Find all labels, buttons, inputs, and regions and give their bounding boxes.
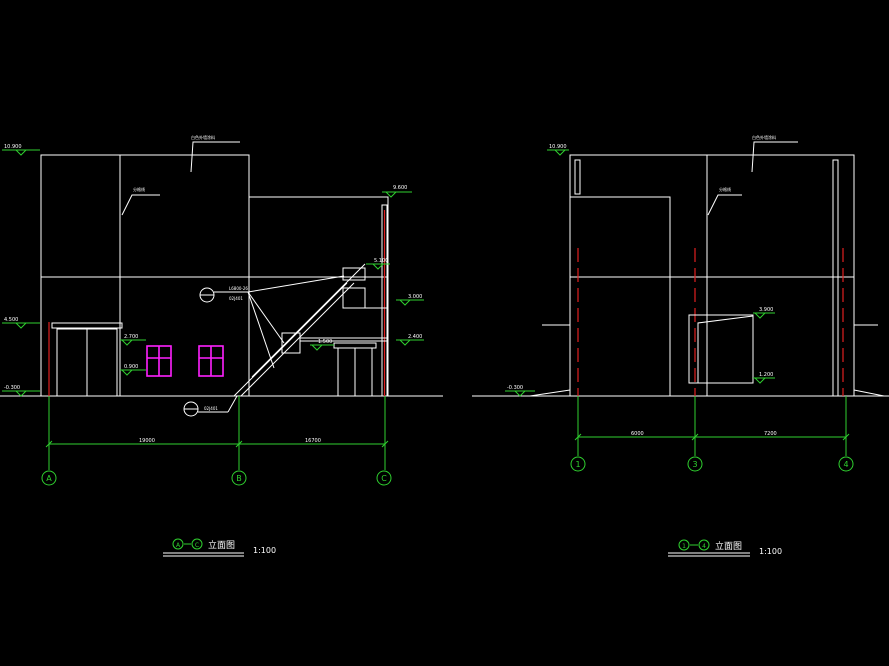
callout-leaders (121, 141, 345, 417)
right-title: 1 4 立面图 1:100 (668, 539, 782, 557)
svg-text:1:100: 1:100 (253, 546, 276, 555)
svg-text:3.900: 3.900 (759, 307, 773, 313)
callout-base-text: 02J401 (204, 406, 218, 411)
callout-wall-text-right: 白色外墙涂料 (752, 134, 776, 140)
tall-block-outline (40, 154, 250, 397)
level-marker-mid-left: 4.500 (2, 317, 40, 329)
callout-wall-text: 白色外墙涂料 (191, 134, 215, 140)
callout-tile-text: 分格线 (133, 186, 145, 192)
callout-stair-sub-text: 02J401 (229, 296, 243, 301)
dimension-line (45, 396, 389, 470)
level-marker-step-a: 5.100 (366, 258, 390, 270)
dimension-line-right (574, 396, 850, 456)
axis-bubble-4: 4 (838, 456, 854, 472)
slope-left (529, 389, 571, 397)
svg-text:4: 4 (702, 543, 706, 550)
svg-text:10.900: 10.900 (4, 144, 22, 150)
svg-text:4: 4 (843, 460, 848, 469)
level-marker-ground: -0.300 (2, 385, 40, 397)
level-marker-top: 10.900 (2, 144, 40, 156)
axis-bubble-a: A (41, 470, 57, 486)
main-block-outline (569, 154, 855, 397)
axis-bubble-b: B (231, 470, 247, 486)
slope-right (853, 389, 885, 397)
callout-tile-text-right: 分格线 (719, 186, 731, 192)
level-marker-step-b: 3.000 (396, 294, 424, 306)
svg-text:1: 1 (682, 543, 686, 550)
window-2 (198, 345, 224, 377)
svg-text:1:100: 1:100 (759, 547, 782, 556)
svg-text:-0.300: -0.300 (4, 385, 20, 391)
right-elevation: 白色外墙涂料 分格线 10.900 3.900 1.200 -0.300 (472, 134, 889, 557)
svg-text:1: 1 (575, 460, 580, 469)
svg-text:2.400: 2.400 (408, 334, 422, 340)
svg-text:A: A (176, 542, 181, 549)
axis-bubble-c: C (376, 470, 392, 486)
level-marker-ground-right: -0.300 (505, 385, 535, 397)
level-marker-door: 2.700 (120, 334, 146, 346)
svg-text:0.900: 0.900 (124, 364, 138, 370)
svg-text:10.900: 10.900 (549, 144, 567, 150)
level-marker-step-c: 2.400 (396, 334, 424, 346)
svg-text:3: 3 (692, 460, 697, 469)
door-canopy (51, 322, 123, 329)
level-marker-window: 0.900 (120, 364, 146, 376)
axis-bubble-3: 3 (687, 456, 703, 472)
svg-text:-0.300: -0.300 (507, 385, 523, 391)
pipe-left (574, 159, 581, 195)
svg-text:2.700: 2.700 (124, 334, 138, 340)
exterior-stair (233, 263, 388, 397)
svg-text:1.500: 1.500 (318, 339, 332, 345)
svg-text:1.200: 1.200 (759, 372, 773, 378)
left-elevation: 白色外墙涂料 分格线 L6800-26 02J401 02J401 10.900… (0, 134, 443, 557)
lower-block-outline (570, 196, 671, 396)
svg-text:4.500: 4.500 (4, 317, 18, 323)
dim-right-text: 16700 (305, 438, 321, 444)
svg-text:3.000: 3.000 (408, 294, 422, 300)
svg-text:C: C (195, 542, 199, 549)
left-title: A C 立面图 1:100 (163, 538, 276, 557)
dim-left-text-right: 6000 (631, 431, 644, 437)
svg-text:C: C (381, 474, 387, 483)
window-1 (146, 345, 172, 377)
dim-right-text-right: 7200 (764, 431, 777, 437)
level-marker-landing: 1.500 (310, 339, 334, 351)
axis-bubble-1: 1 (570, 456, 586, 472)
svg-text:A: A (46, 474, 52, 483)
right-door-canopy (333, 342, 377, 349)
svg-text:5.100: 5.100 (374, 258, 388, 264)
low-block-outline (249, 196, 389, 396)
svg-text:立面图: 立面图 (715, 540, 742, 552)
callout-leaders-right (707, 141, 798, 216)
wall-box (688, 314, 754, 384)
svg-text:B: B (236, 474, 242, 483)
level-marker-right-top: 9.600 (382, 185, 412, 198)
svg-text:立面图: 立面图 (208, 539, 235, 551)
dim-left-text: 19000 (139, 438, 155, 444)
level-marker-box-top: 3.900 (753, 307, 775, 319)
svg-text:9.600: 9.600 (393, 185, 407, 191)
level-marker-top-right: 10.900 (547, 144, 569, 156)
pipe-right (832, 159, 839, 397)
callout-stair-text: L6800-26 (229, 286, 248, 291)
level-marker-box-bottom: 1.200 (753, 372, 775, 384)
